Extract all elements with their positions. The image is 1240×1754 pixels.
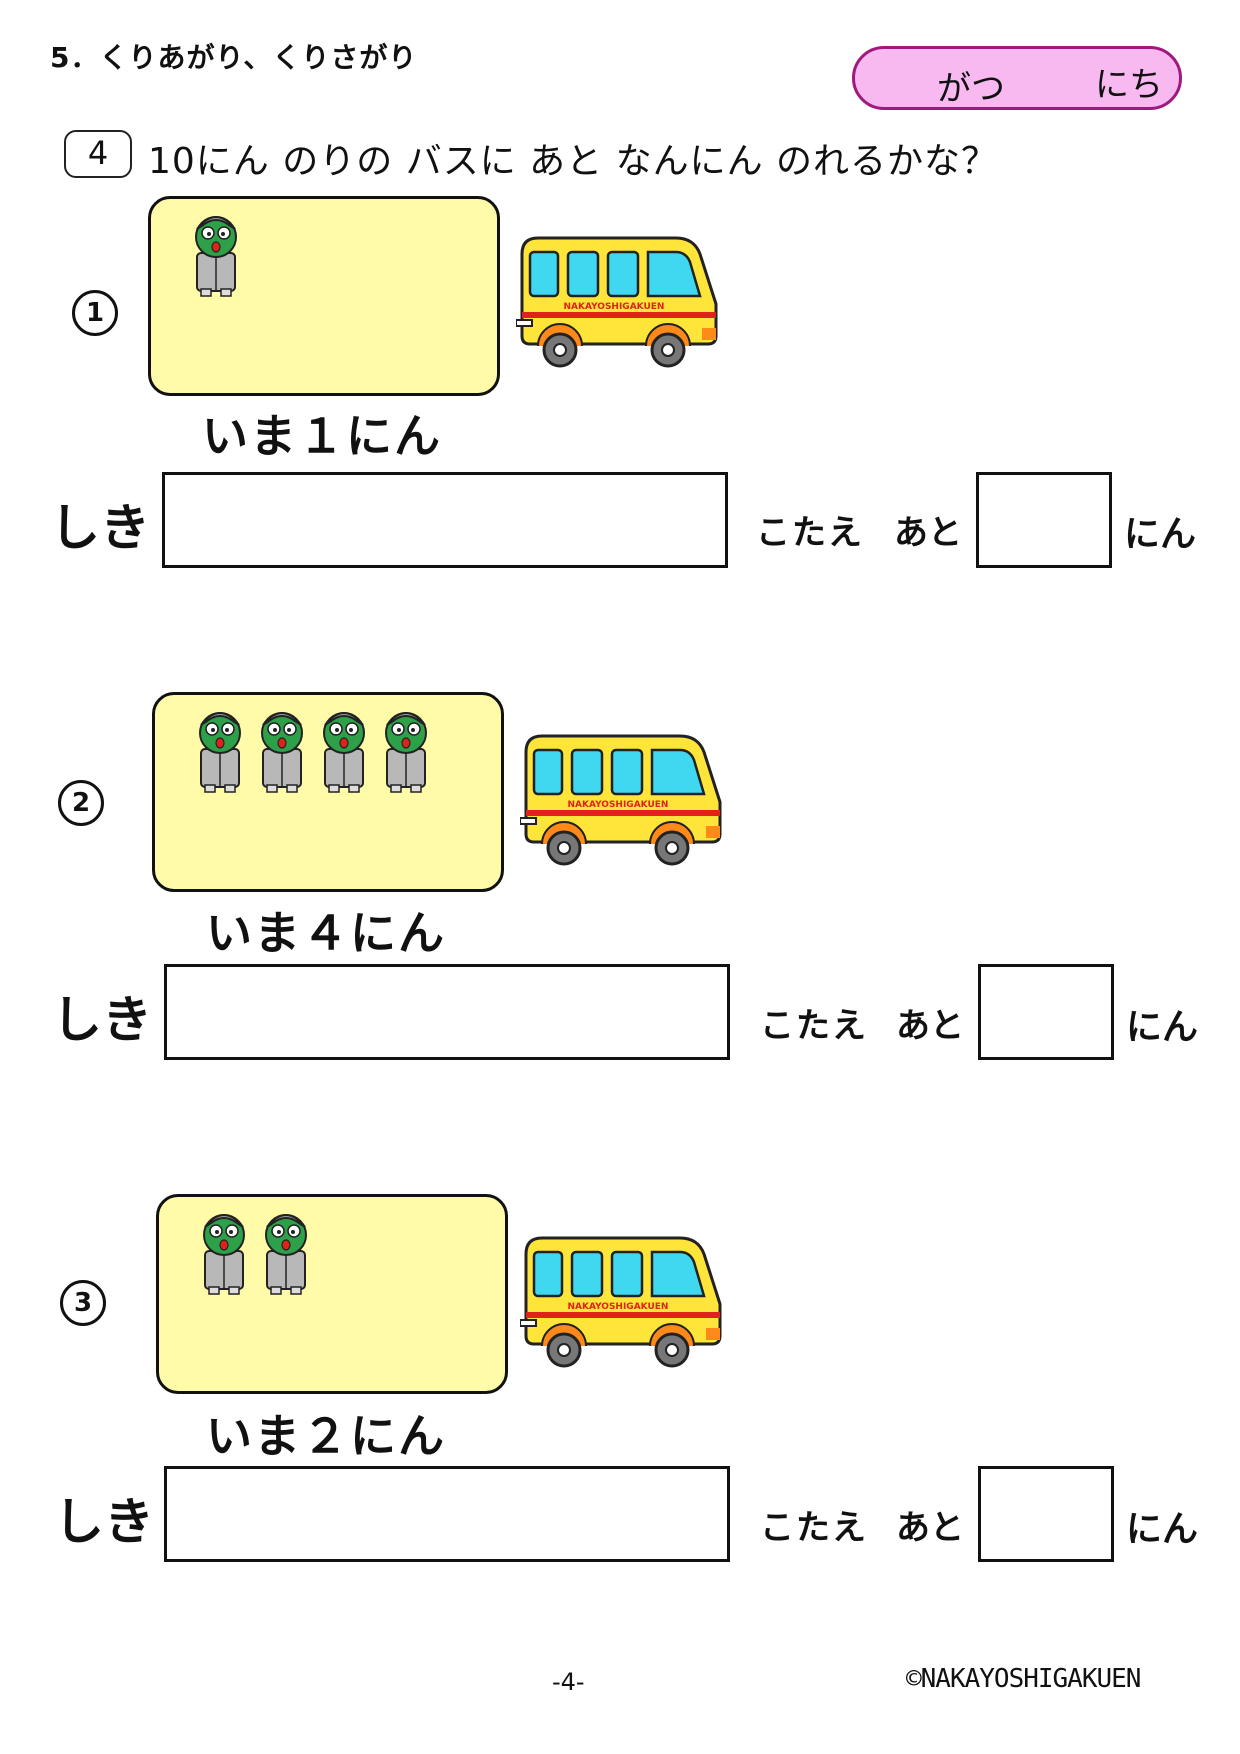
subproblem-marker: 3 (60, 1280, 106, 1326)
bus-seats-panel (152, 692, 504, 892)
nin-label: にん (1126, 1509, 1199, 1550)
shiki-label: しき (54, 1493, 154, 1551)
problem-number: 4 (64, 130, 132, 178)
bus-wheel-icon (649, 1323, 695, 1368)
equation-answer-box[interactable] (164, 964, 730, 1060)
question-text: 10にん のりの バスに あと なんにん のれるかな？ (148, 141, 999, 182)
rider-character-icon (195, 216, 237, 297)
bus-wheel-icon (541, 821, 587, 866)
subproblem-1: 1 NAKAYOSHIGAKUEN いま１にん しき こたえ あと にん (0, 0, 1240, 568)
nin-label: にん (1124, 514, 1197, 555)
shiki-label: しき (50, 499, 150, 557)
equation-answer-box[interactable] (162, 472, 728, 568)
rider-character-icon (265, 1214, 307, 1295)
date-box: がつ にち (852, 46, 1182, 110)
shiki-label: しき (52, 991, 152, 1049)
kotae-label: こたえ (756, 513, 864, 553)
worksheet-title: 5．くりあがり、くりさがり (50, 41, 418, 74)
ato-label: あと (894, 513, 962, 553)
date-day-label: にち (1095, 65, 1163, 105)
rider-character-icon (199, 712, 241, 793)
kotae-label: こたえ (760, 1006, 868, 1046)
bus-wheel-icon (541, 1323, 587, 1368)
subproblem-marker: 1 (72, 290, 118, 336)
bus-logo-text: NAKAYOSHIGAKUEN (564, 302, 665, 312)
equation-answer-box[interactable] (164, 1466, 730, 1562)
bus-illustration: NAKAYOSHIGAKUEN (520, 1236, 722, 1368)
bus-seats-panel (148, 196, 500, 396)
ato-label: あと (896, 1006, 964, 1046)
bus-wheel-icon (645, 323, 691, 368)
page-number: -4- (552, 1668, 585, 1696)
subproblem-2: 2 NAKAYOSHIGAKUEN いま４にん しき こたえ あと にん (0, 0, 1240, 1060)
subproblem-3: 3 NAKAYOSHIGAKUEN いま２にん しき こたえ あと にん (0, 0, 1240, 1562)
current-riders-label: いま１にん (202, 409, 442, 463)
bus-illustration: NAKAYOSHIGAKUEN (520, 734, 722, 866)
subproblem-marker: 2 (58, 780, 104, 826)
date-month-label: がつ (937, 69, 1005, 109)
current-riders-label: いま２にん (206, 1409, 446, 1463)
copyright: ©NAKAYOSHIGAKUEN (906, 1664, 1141, 1694)
answer-box[interactable] (978, 964, 1114, 1060)
answer-box[interactable] (978, 1466, 1114, 1562)
current-riders-label: いま４にん (206, 906, 446, 960)
rider-character-icon (203, 1214, 245, 1295)
kotae-label: こたえ (760, 1508, 868, 1548)
rider-character-icon (323, 712, 365, 793)
rider-character-icon (261, 712, 303, 793)
bus-illustration: NAKAYOSHIGAKUEN (516, 236, 718, 368)
rider-character-icon (385, 712, 427, 793)
bus-logo-text: NAKAYOSHIGAKUEN (568, 800, 669, 810)
bus-seats-panel (156, 1194, 508, 1394)
ato-label: あと (896, 1508, 964, 1548)
answer-box[interactable] (976, 472, 1112, 568)
bus-wheel-icon (537, 323, 583, 368)
nin-label: にん (1126, 1007, 1199, 1048)
bus-wheel-icon (649, 821, 695, 866)
bus-logo-text: NAKAYOSHIGAKUEN (568, 1302, 669, 1312)
